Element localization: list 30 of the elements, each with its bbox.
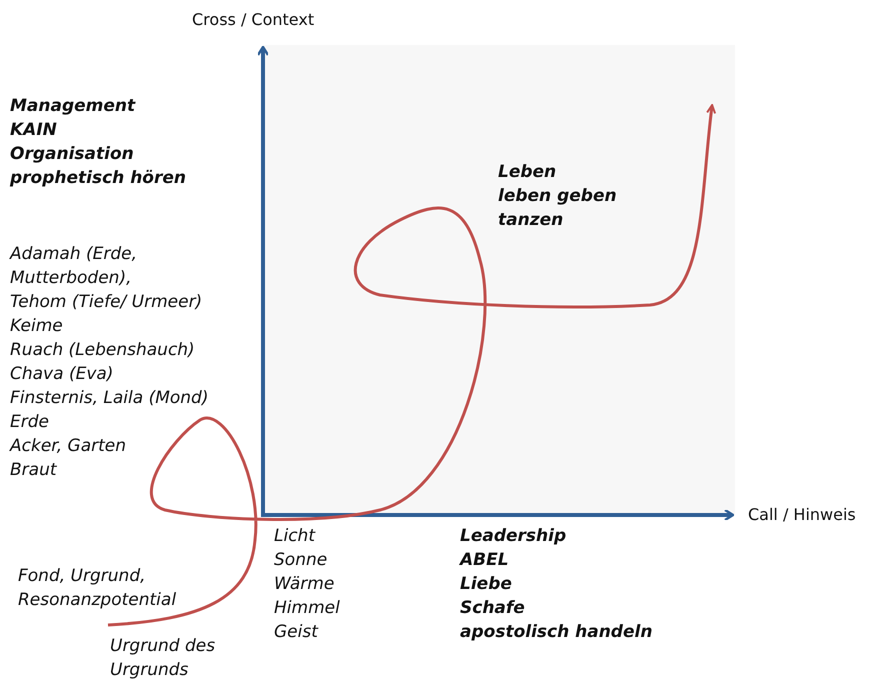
list-text: Finsternis, Laila (Mond) — [10, 387, 208, 410]
emphasis-text: prophetisch hören — [10, 167, 186, 190]
list-text: Licht — [274, 525, 315, 548]
emphasis-text: leben geben — [498, 185, 617, 208]
emphasis-text: Leadership — [460, 525, 566, 548]
list-text: Adamah (Erde, Mutterboden), — [10, 243, 138, 290]
emphasis-text: KAIN — [10, 119, 57, 142]
emphasis-text: Organisation — [10, 143, 134, 166]
list-text: Himmel — [274, 597, 340, 620]
emphasis-text: Leben — [498, 161, 556, 184]
axis-label: Call / Hinweis — [748, 504, 856, 526]
list-text: Urgrund des Urgrunds — [110, 635, 216, 682]
list-text: Sonne — [274, 549, 328, 572]
list-text: Keime — [10, 315, 63, 338]
emphasis-text: Management — [10, 95, 136, 118]
list-text: Acker, Garten — [10, 435, 126, 458]
emphasis-text: tanzen — [498, 209, 564, 232]
list-text: Erde — [10, 411, 49, 434]
list-text: Braut — [10, 459, 57, 482]
list-text: Geist — [274, 621, 318, 644]
axis-label: Cross / Context — [192, 9, 314, 31]
list-text: Wärme — [274, 573, 334, 596]
emphasis-text: Liebe — [460, 573, 512, 596]
list-text: Ruach (Lebenshauch) — [10, 339, 195, 362]
emphasis-text: ABEL — [460, 549, 509, 572]
emphasis-text: Schafe — [460, 597, 525, 620]
emphasis-text: apostolisch handeln — [460, 621, 652, 644]
list-text: Fond, Urgrund, Resonanzpotential — [18, 565, 178, 612]
list-text: Tehom (Tiefe/ Urmeer) — [10, 291, 202, 314]
list-text: Chava (Eva) — [10, 363, 114, 386]
